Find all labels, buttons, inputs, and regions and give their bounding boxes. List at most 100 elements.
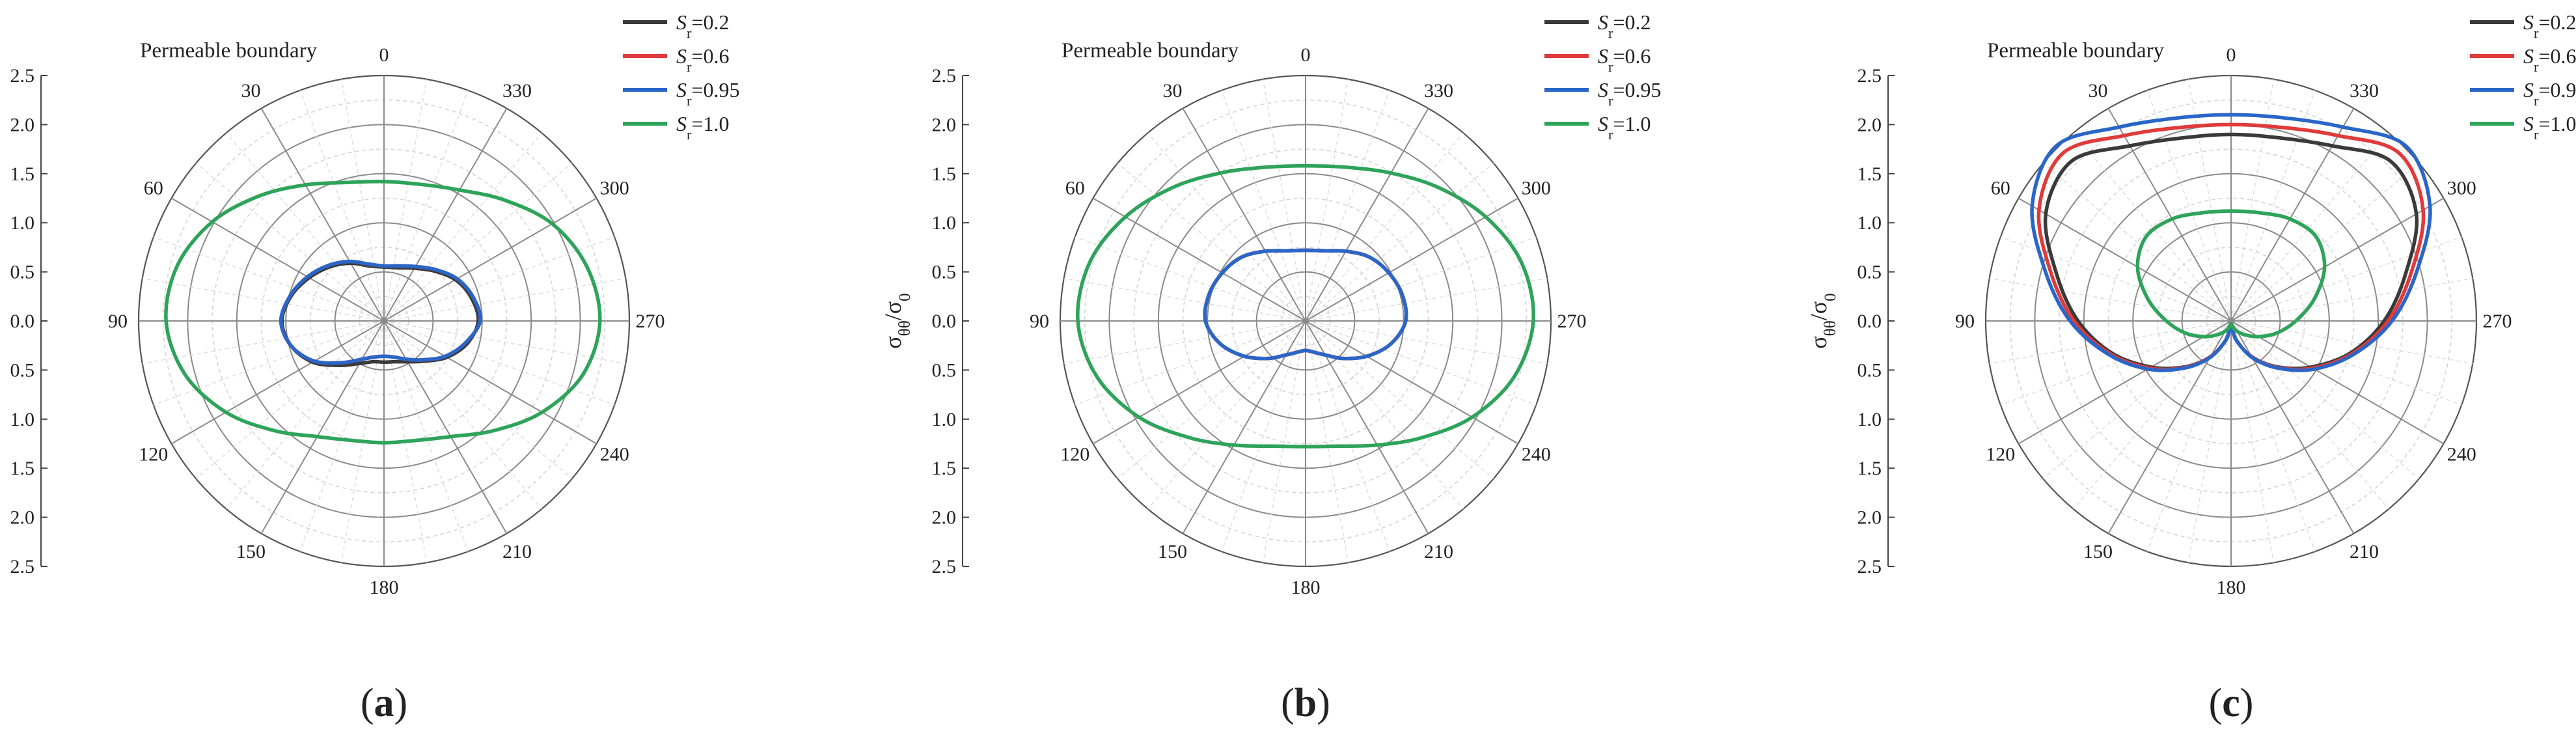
series-line-3: [1203, 248, 1408, 361]
grid-spoke: [2230, 108, 2355, 322]
minor-grid-spoke: [1989, 277, 2232, 322]
angle-label: 150: [1158, 541, 1187, 562]
legend-label-3: Sr=0.95: [1598, 78, 1662, 109]
angle-label: 240: [600, 444, 629, 465]
grid-spoke: [2018, 320, 2232, 445]
minor-grid-spoke: [195, 163, 385, 322]
r-tick-label: 1.5: [10, 458, 35, 479]
minor-grid-spoke: [1063, 277, 1306, 322]
legend-label-3: Sr=0.95: [2523, 78, 2576, 109]
angle-label: 270: [2483, 311, 2512, 332]
minor-grid-spoke: [1305, 277, 1548, 322]
grid-spoke: [2018, 197, 2232, 322]
angle-label: 300: [2447, 177, 2476, 199]
legend-label-2: Sr=0.6: [1598, 44, 1651, 75]
minor-grid-spoke: [1305, 320, 1464, 510]
r-tick-label: 1.0: [932, 409, 957, 430]
legend-label-1: Sr=0.2: [2523, 10, 2576, 41]
series-line-4: [2135, 209, 2327, 339]
angle-label: 120: [1060, 444, 1089, 465]
r-tick-label: 1.5: [1857, 163, 1882, 185]
y-axis-label: σθθ/σ0: [1805, 293, 1839, 349]
angle-label: 180: [2217, 577, 2246, 598]
grid-spoke: [383, 320, 508, 534]
r-tick-label: 0.0: [10, 311, 35, 332]
minor-grid-spoke: [2230, 320, 2389, 510]
minor-grid-spoke: [1305, 79, 1349, 322]
chart-title: Permeable boundary: [1987, 39, 2165, 62]
minor-grid-spoke: [142, 277, 385, 322]
minor-grid-spoke: [2073, 132, 2232, 322]
minor-grid-spoke: [383, 320, 542, 510]
r-tick-label: 0.5: [10, 359, 35, 381]
y-axis-label: σθθ/σ0: [880, 293, 914, 349]
r-tick-label: 0.0: [932, 311, 957, 332]
grid-spoke: [1305, 320, 1518, 445]
minor-grid-spoke: [340, 79, 385, 322]
r-tick-label: 2.0: [10, 114, 35, 135]
minor-grid-spoke: [195, 320, 385, 479]
chart-title: Permeable boundary: [1062, 39, 1239, 62]
grid-spoke: [1182, 108, 1306, 322]
minor-grid-spoke: [153, 320, 385, 406]
angle-label: 120: [139, 444, 168, 465]
r-tick-label: 1.0: [10, 212, 35, 234]
minor-grid-spoke: [1305, 132, 1464, 322]
grid-spoke: [383, 108, 508, 322]
angle-label: 330: [1424, 80, 1453, 102]
grid-spoke: [171, 197, 385, 322]
legend-label-1: Sr=0.2: [676, 10, 730, 41]
minor-grid-spoke: [1117, 163, 1306, 322]
r-tick-label: 0.5: [932, 262, 957, 283]
r-tick-label: 0.5: [1857, 359, 1882, 381]
minor-grid-spoke: [1305, 90, 1390, 322]
r-tick-label: 2.0: [1857, 114, 1882, 135]
grid-spoke: [260, 320, 385, 534]
minor-grid-spoke: [2187, 79, 2232, 322]
r-tick-label: 2.5: [932, 65, 957, 87]
angle-label: 30: [241, 80, 260, 102]
series-line-4: [164, 180, 602, 445]
minor-grid-spoke: [1305, 320, 1390, 552]
grid-spoke: [383, 320, 597, 445]
grid-spoke: [1305, 197, 1518, 322]
minor-grid-spoke: [2230, 320, 2275, 563]
minor-grid-spoke: [383, 236, 615, 322]
panel-label: (c): [2209, 681, 2254, 725]
grid-spoke: [171, 320, 385, 445]
grid-spoke: [1093, 320, 1306, 445]
grid-spoke: [2230, 197, 2444, 322]
angle-label: 240: [2447, 444, 2476, 465]
minor-grid-spoke: [1305, 320, 1548, 365]
polar-panel-1: 03303002702402101801501209060302.52.01.5…: [10, 10, 740, 725]
grid-spoke: [1305, 108, 1429, 322]
grid-spoke: [2107, 108, 2232, 322]
r-tick-label: 2.5: [932, 556, 957, 577]
angle-label: 60: [144, 177, 163, 199]
minor-grid-spoke: [299, 90, 385, 322]
minor-grid-spoke: [2230, 236, 2462, 322]
r-tick-label: 2.5: [10, 556, 35, 577]
minor-grid-spoke: [1063, 320, 1306, 365]
angle-label: 330: [2350, 80, 2379, 102]
angle-label: 300: [1522, 177, 1551, 199]
panel-label: (a): [361, 681, 407, 725]
minor-grid-spoke: [2230, 320, 2316, 552]
minor-grid-spoke: [1147, 320, 1306, 510]
minor-grid-spoke: [2230, 90, 2316, 322]
angle-label: 30: [1162, 80, 1182, 102]
r-tick-label: 2.0: [932, 507, 957, 529]
polar-panel-3: 03303002702402101801501209060302.52.01.5…: [1805, 10, 2576, 725]
angle-label: 0: [379, 44, 389, 66]
grid-spoke: [2230, 320, 2444, 445]
r-tick-label: 0.5: [1857, 262, 1882, 283]
minor-grid-spoke: [2000, 236, 2232, 322]
angle-label: 0: [1301, 44, 1311, 66]
legend-label-4: Sr=1.0: [1598, 112, 1651, 143]
r-tick-label: 1.5: [1857, 458, 1882, 479]
angle-label: 120: [1986, 444, 2015, 465]
minor-grid-spoke: [2042, 320, 2232, 479]
legend-label-2: Sr=0.6: [676, 44, 730, 75]
angle-label: 90: [1955, 311, 1975, 332]
legend-label-2: Sr=0.6: [2523, 44, 2576, 75]
